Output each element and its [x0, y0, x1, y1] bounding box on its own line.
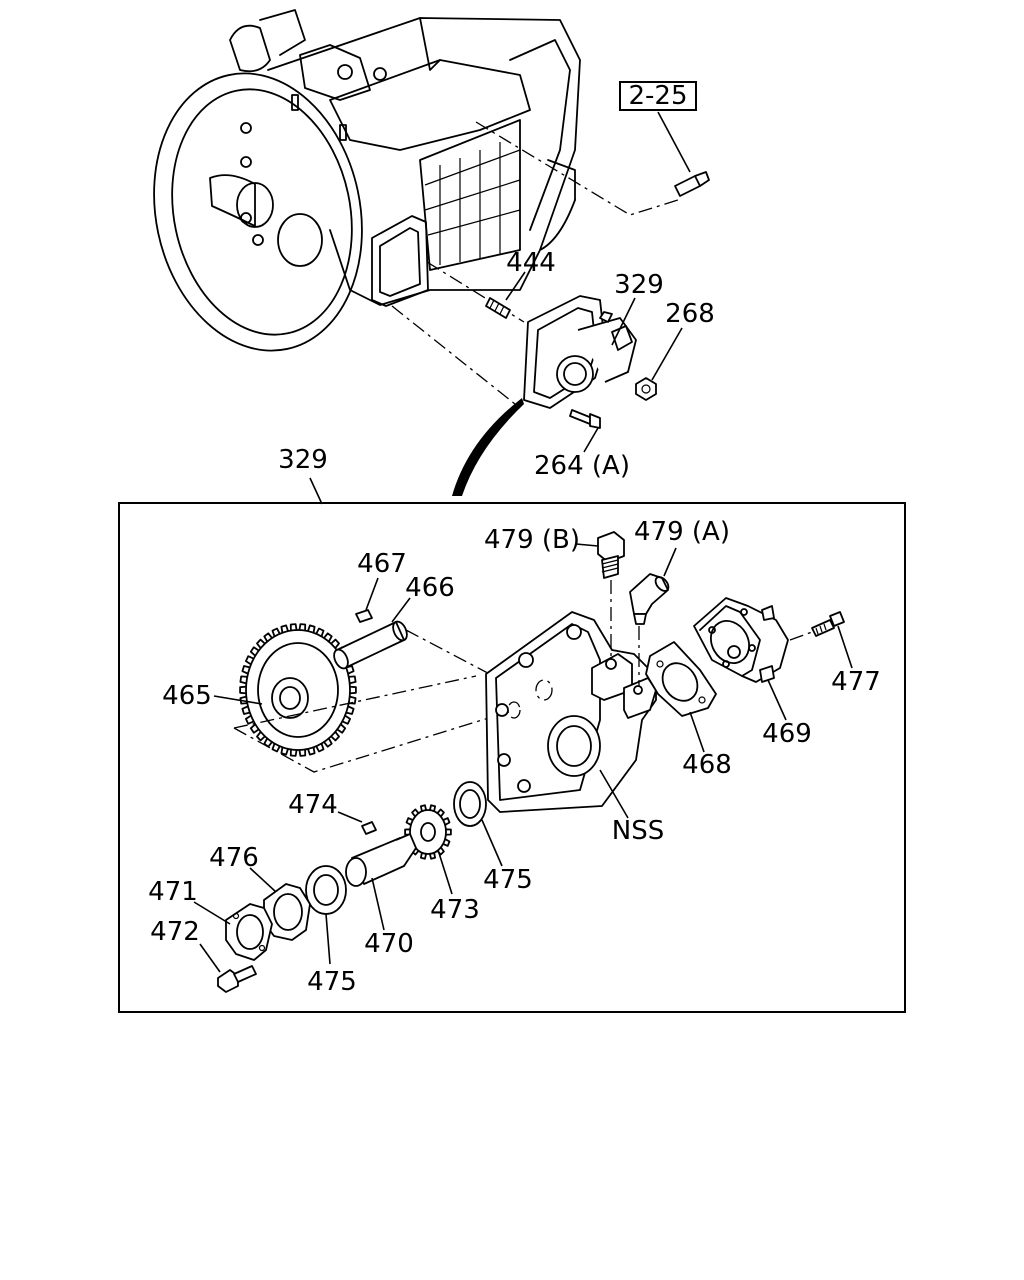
gasket-468 [645, 641, 717, 717]
housing-nss [485, 611, 657, 813]
callout-468: 468 [682, 750, 732, 780]
callout-472: 472 [150, 917, 200, 947]
transmission-assembly [153, 9, 581, 352]
callout-473: 473 [430, 895, 480, 925]
callout-479a: 479 (A) [634, 517, 730, 547]
callout-477: 477 [831, 667, 881, 697]
shaft-470 [345, 833, 417, 887]
callout-470: 470 [364, 929, 414, 959]
callout-474: 474 [288, 790, 338, 820]
callout-479b: 479 (B) [484, 525, 580, 555]
gear-465 [239, 623, 357, 757]
callout-264a: 264 (A) [534, 451, 630, 481]
gasket-476 [263, 883, 311, 941]
bolt-2-25 [674, 171, 710, 197]
callout-471: 471 [148, 877, 198, 907]
page-ref-label: 2-25 [628, 81, 687, 111]
callout-475-upper: 475 [483, 865, 533, 895]
page-ref-box [619, 81, 697, 111]
gear-473 [404, 804, 452, 860]
callout-467: 467 [357, 549, 407, 579]
key-467 [355, 609, 373, 623]
key-474 [361, 821, 377, 835]
shaft-466 [333, 620, 408, 670]
detail-frame [118, 502, 906, 1013]
pto-unit-small [523, 295, 637, 409]
cover-471 [225, 903, 273, 961]
pump-469 [693, 597, 789, 683]
callout-475-lower: 475 [307, 967, 357, 997]
stud-444 [485, 297, 511, 319]
bolt-472 [217, 965, 257, 993]
callout-268: 268 [665, 299, 715, 329]
bearing-475-lower [305, 865, 347, 915]
callout-469: 469 [762, 719, 812, 749]
callout-444: 444 [506, 248, 556, 278]
bolt-264a [569, 409, 601, 429]
callout-329-detail: 329 [278, 445, 328, 475]
detail-pointer-arrow [452, 398, 524, 496]
bearing-475-upper [453, 781, 487, 827]
callout-329-pto: 329 [614, 270, 664, 300]
callout-465: 465 [162, 681, 212, 711]
nut-268 [635, 377, 657, 401]
bolt-477 [811, 611, 845, 637]
fitting-479a [629, 573, 670, 625]
callout-466: 466 [405, 573, 455, 603]
callout-nss: NSS [612, 816, 664, 846]
fitting-479b [597, 531, 625, 579]
callout-476: 476 [209, 843, 259, 873]
